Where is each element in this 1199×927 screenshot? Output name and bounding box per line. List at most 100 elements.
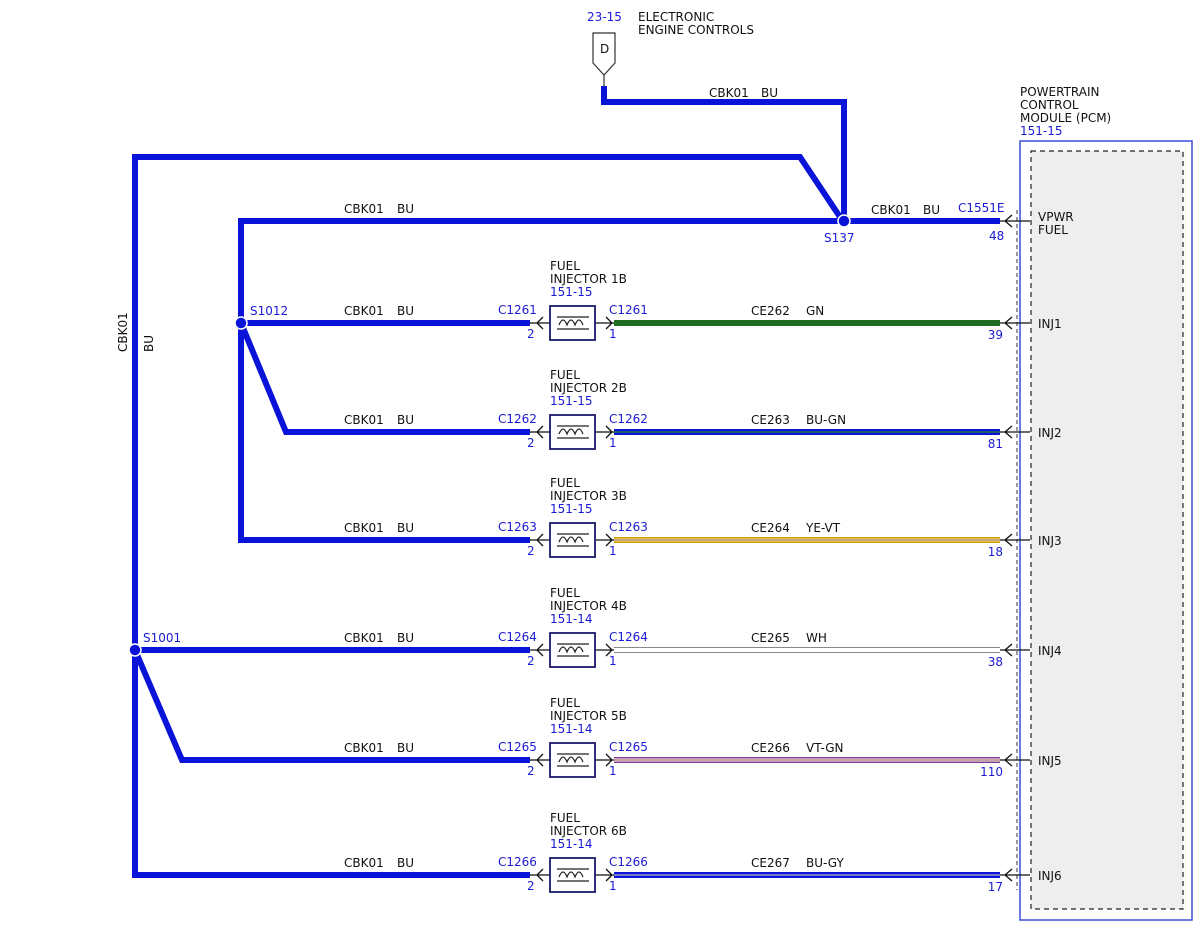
injector-coil-icon [557, 643, 589, 657]
injector-label-2: INJECTOR 1B [550, 272, 627, 286]
injector-pin2-arrow [530, 316, 550, 330]
top-wire-color: BU [761, 86, 778, 100]
injector-label-1: FUEL [550, 696, 580, 710]
feed-wire-label: CBK01 [344, 741, 384, 755]
splice-label-s1012: S1012 [250, 304, 288, 318]
feed-wire-color: BU [397, 631, 414, 645]
injector-connector-right: C1264 [609, 630, 648, 644]
injector-connector-right: C1263 [609, 520, 648, 534]
module-title-2: CONTROL [1020, 98, 1079, 112]
circuit-label: CE267 [751, 856, 790, 870]
pcm-pin-number: 17 [988, 880, 1003, 894]
injector-coil-icon [557, 425, 589, 439]
top-connector-letter: D [600, 42, 609, 56]
wire-inj6-feed [132, 650, 530, 878]
top-connector-label-1: ELECTRONIC [638, 10, 714, 24]
feed-wire-color: BU [397, 741, 414, 755]
splice-s1012 [234, 316, 248, 330]
injector-pin1-arrow [595, 868, 614, 882]
top-connector-symbol [592, 32, 616, 76]
circuit-color: BU-GY [806, 856, 844, 870]
injector-connector-left: C1266 [498, 855, 537, 869]
top-wire-label: CBK01 [709, 86, 749, 100]
injector-connector-left: C1264 [498, 630, 537, 644]
pcm-pin-arrow [1000, 643, 1030, 657]
circuit-color: VT-GN [806, 741, 843, 755]
feed-wire-color: BU [397, 856, 414, 870]
splice-s137 [837, 214, 851, 228]
pcm-pin-arrow [1000, 868, 1030, 882]
circuit-label: CE266 [751, 741, 790, 755]
circuit-color: YE-VT [805, 521, 841, 535]
vpwr-wire-color: BU [923, 203, 940, 217]
pcm-pin-number: 38 [988, 655, 1003, 669]
injector-pin1-arrow [595, 425, 614, 439]
feed-wire-color: BU [397, 413, 414, 427]
injector-pin2-arrow [530, 425, 550, 439]
pcm-pin-arrow-vpwr [1000, 214, 1030, 228]
pcm-pin-number: 39 [988, 328, 1003, 342]
injector-pin-left: 2 [527, 654, 535, 668]
injector-pin2-arrow [530, 753, 550, 767]
injector-pin2-arrow [530, 533, 550, 547]
injector-label-1: FUEL [550, 368, 580, 382]
vpwr-wire-label: CBK01 [871, 203, 911, 217]
pcm-pin-name: INJ5 [1038, 754, 1062, 768]
injector-pin-right: 1 [609, 764, 617, 778]
injector-body [549, 857, 596, 893]
vertical-wire-label: CBK01 [116, 312, 130, 352]
splice-s1001 [128, 643, 142, 657]
module-ref: 151-15 [1020, 124, 1063, 138]
injector-ref: 151-14 [550, 722, 593, 736]
injector-coil-icon [557, 316, 589, 330]
feed-wire-label: CBK01 [344, 521, 384, 535]
wire-s1012-trunk [238, 218, 844, 543]
injector-ref: 151-15 [550, 502, 593, 516]
feed-wire-label: CBK01 [344, 413, 384, 427]
injector-pin-right: 1 [609, 544, 617, 558]
pcm-pin-number: 18 [988, 545, 1003, 559]
injector-coil-icon [557, 753, 589, 767]
pcm-pin-number: 110 [980, 765, 1003, 779]
injector-connector-right: C1266 [609, 855, 648, 869]
injector-label-2: INJECTOR 6B [550, 824, 627, 838]
feed-wire-label: CBK01 [344, 304, 384, 318]
feed-wire-label: CBK01 [344, 631, 384, 645]
pcm-pin-name: INJ1 [1038, 317, 1062, 331]
pcm-pin-arrow [1000, 316, 1030, 330]
module-title-3: MODULE (PCM) [1020, 111, 1111, 125]
pcm-module-inner [1030, 150, 1184, 910]
vpwr-pin-name-1: VPWR [1038, 210, 1074, 224]
circuit-label: CE263 [751, 413, 790, 427]
circuit-label: CE262 [751, 304, 790, 318]
injector-label-1: FUEL [550, 476, 580, 490]
injector-pin1-arrow [595, 533, 614, 547]
feed-wire-color: BU [397, 521, 414, 535]
circuit-label: CE265 [751, 631, 790, 645]
wire-top-feed [601, 86, 847, 220]
injector-pin-right: 1 [609, 654, 617, 668]
injector-ref: 151-15 [550, 394, 593, 408]
module-title-1: POWERTRAIN [1020, 85, 1100, 99]
injector-ref: 151-14 [550, 612, 593, 626]
top-connector-label-2: ENGINE CONTROLS [638, 23, 754, 37]
injector-connector-right: C1262 [609, 412, 648, 426]
injector-connector-left: C1261 [498, 303, 537, 317]
injector-pin-right: 1 [609, 879, 617, 893]
injector-pin-left: 2 [527, 544, 535, 558]
injector-label-2: INJECTOR 4B [550, 599, 627, 613]
injector-body [549, 305, 596, 341]
circuit-label: CE264 [751, 521, 790, 535]
pcm-pin-arrow [1000, 425, 1030, 439]
injector-connector-left: C1262 [498, 412, 537, 426]
top-connector-ref: 23-15 [587, 10, 622, 24]
injector-connector-right: C1261 [609, 303, 648, 317]
pcm-pin-number: 81 [988, 437, 1003, 451]
pcm-pin-name: INJ4 [1038, 644, 1062, 658]
